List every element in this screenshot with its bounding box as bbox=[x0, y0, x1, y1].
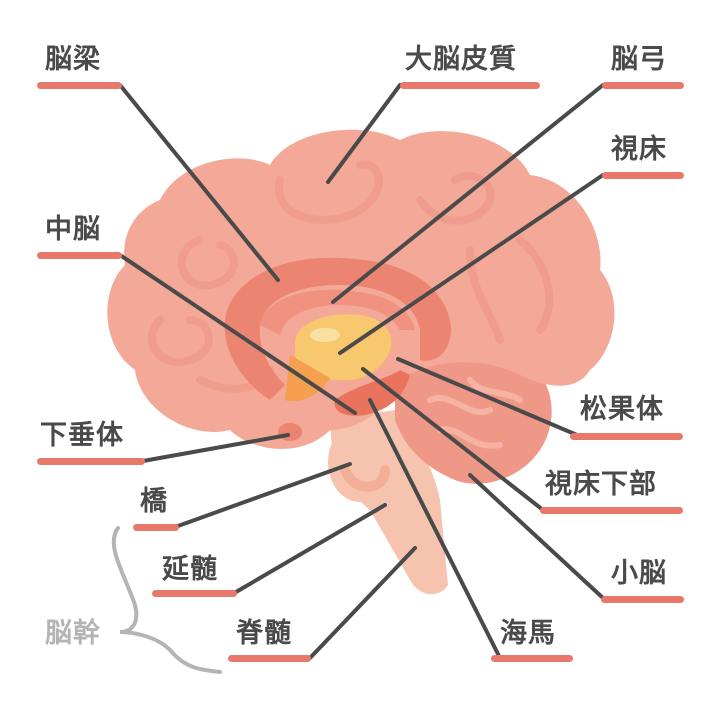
label-cerebellum: 小脳 bbox=[611, 558, 667, 589]
label-thalamus: 視床 bbox=[611, 134, 667, 165]
label-midbrain: 中脳 bbox=[45, 214, 101, 245]
underline-midbrain bbox=[37, 252, 122, 259]
label-cerebral-cortex: 大脳皮質 bbox=[405, 44, 517, 75]
pons-fold bbox=[340, 465, 390, 492]
underline-fornix bbox=[602, 82, 684, 89]
hippocampus-shape bbox=[334, 370, 410, 416]
underline-medulla bbox=[152, 590, 237, 597]
underline-cerebellum bbox=[601, 596, 684, 603]
label-hippocampus: 海馬 bbox=[500, 618, 556, 649]
leader-line-spinal-cord bbox=[308, 546, 417, 660]
leader-line-hypothalamus bbox=[361, 367, 545, 512]
label-brainstem-group: 脳幹 bbox=[45, 618, 101, 649]
underline-corpus-callosum bbox=[37, 82, 122, 89]
label-corpus-callosum: 脳梁 bbox=[45, 44, 101, 75]
label-pons: 橋 bbox=[140, 486, 168, 517]
underline-hippocampus bbox=[491, 655, 573, 662]
label-spinal-cord: 脊髄 bbox=[236, 618, 292, 649]
leader-line-pituitary bbox=[141, 433, 290, 463]
underline-pons bbox=[133, 524, 179, 531]
leader-line-pineal-body bbox=[396, 357, 579, 437]
brainstem-bracket bbox=[111, 526, 222, 674]
underline-thalamus bbox=[602, 172, 684, 179]
leader-line-medulla bbox=[234, 503, 387, 594]
leader-line-corpus-callosum bbox=[118, 83, 280, 282]
underline-cerebral-cortex bbox=[400, 82, 540, 89]
fornix-shape bbox=[260, 289, 415, 335]
thalamus-highlight bbox=[310, 328, 340, 342]
leader-lines bbox=[118, 83, 605, 660]
underline-pituitary bbox=[37, 458, 145, 465]
leader-line-pons bbox=[176, 462, 352, 528]
underline-hypothalamus bbox=[540, 507, 683, 514]
underline-spinal-cord bbox=[228, 655, 311, 662]
leader-line-cerebellum bbox=[468, 473, 605, 600]
leader-line-fornix bbox=[331, 83, 605, 304]
pituitary-shape bbox=[278, 423, 302, 441]
label-medulla: 延髄 bbox=[162, 554, 218, 585]
cerebellum-shape bbox=[395, 349, 552, 484]
label-hypothalamus: 視床下部 bbox=[545, 469, 657, 500]
corpus-callosum-shape bbox=[224, 257, 451, 400]
leader-line-cerebral-cortex bbox=[326, 83, 402, 184]
label-fornix: 脳弓 bbox=[611, 44, 667, 75]
leader-line-thalamus bbox=[338, 173, 605, 355]
leader-line-hippocampus bbox=[368, 398, 502, 660]
underline-pineal-body bbox=[570, 433, 683, 440]
leader-line-midbrain bbox=[118, 253, 357, 415]
label-pineal-body: 松果体 bbox=[580, 394, 664, 425]
label-pituitary: 下垂体 bbox=[40, 420, 124, 451]
